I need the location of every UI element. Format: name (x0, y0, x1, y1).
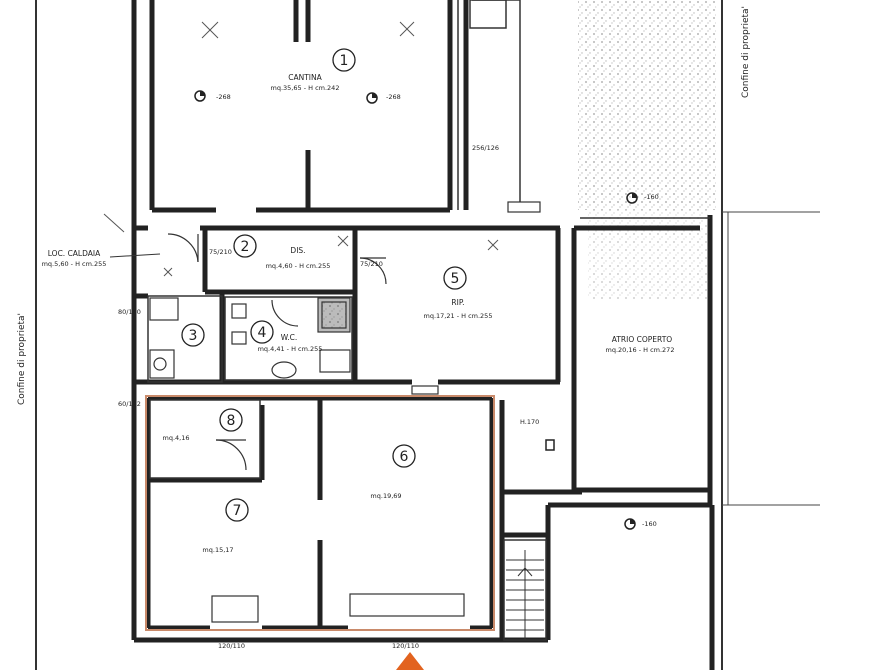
level-3: -160 (644, 193, 659, 201)
property-label-left: Confine di proprieta' (17, 313, 27, 405)
dim-door-2: 75/210 (209, 248, 232, 256)
room-8-area: mq.4,16 (163, 434, 190, 442)
room-4-number: 4 (258, 325, 267, 341)
room-5-number: 5 (451, 271, 460, 287)
dim-window-cantina: 256/126 (472, 144, 499, 152)
dim-window-bottom-right: 120/110 (392, 642, 419, 650)
room-7-number: 7 (233, 503, 242, 519)
level-4: -160 (642, 520, 657, 528)
room-1-name: CANTINA (288, 73, 322, 82)
dim-door-5: 75/210 (360, 260, 383, 268)
room-3-area: mq.5,60 - H cm.255 (42, 260, 107, 268)
room-5-area: mq.17,21 - H cm.255 (424, 312, 493, 320)
room-4-area: mq.4,41 - H cm.255 (258, 345, 323, 353)
level-2: -268 (386, 93, 401, 101)
room-7-area: mq.15,17 (202, 546, 233, 554)
toilet-icon (231, 331, 247, 345)
room-1-area: mq.35,65 - H cm.242 (271, 84, 340, 92)
stairs (506, 550, 544, 640)
room-2-number: 2 (241, 239, 250, 255)
room-atrio-area: mq.20,16 - H cm.272 (606, 346, 675, 354)
dim-window-3: 80/100 (118, 308, 141, 316)
room-8-number: 8 (227, 413, 236, 429)
level-marker-icon (194, 90, 638, 530)
highlight-outline (145, 395, 495, 631)
sink-icon (271, 361, 297, 379)
entrance-arrow-icon (396, 652, 424, 670)
room-5-name: RIP. (451, 298, 464, 307)
property-label-right: Confine di proprieta' (741, 6, 751, 98)
dim-window-bottom-left: 120/110 (218, 642, 245, 650)
level-1: -268 (216, 93, 231, 101)
room-4-name: W.C. (281, 333, 298, 342)
room-3-name: LOC. CALDAIA (48, 249, 101, 258)
room-1-number: 1 (340, 53, 349, 69)
room-2-area: mq.4,60 - H cm.255 (266, 262, 331, 270)
room-6-number: 6 (400, 449, 409, 465)
garden-area-lower (588, 210, 708, 300)
garden-area (578, 0, 716, 210)
dim-height-stairs: H.170 (520, 418, 539, 426)
room-2-name: DIS. (290, 246, 305, 255)
room-atrio-name: ATRIO COPERTO (612, 335, 672, 344)
dim-window-7: 60/112 (118, 400, 141, 408)
walls (131, 0, 715, 670)
room-3-number: 3 (189, 328, 198, 344)
room-6-area: mq.19,69 (370, 492, 401, 500)
